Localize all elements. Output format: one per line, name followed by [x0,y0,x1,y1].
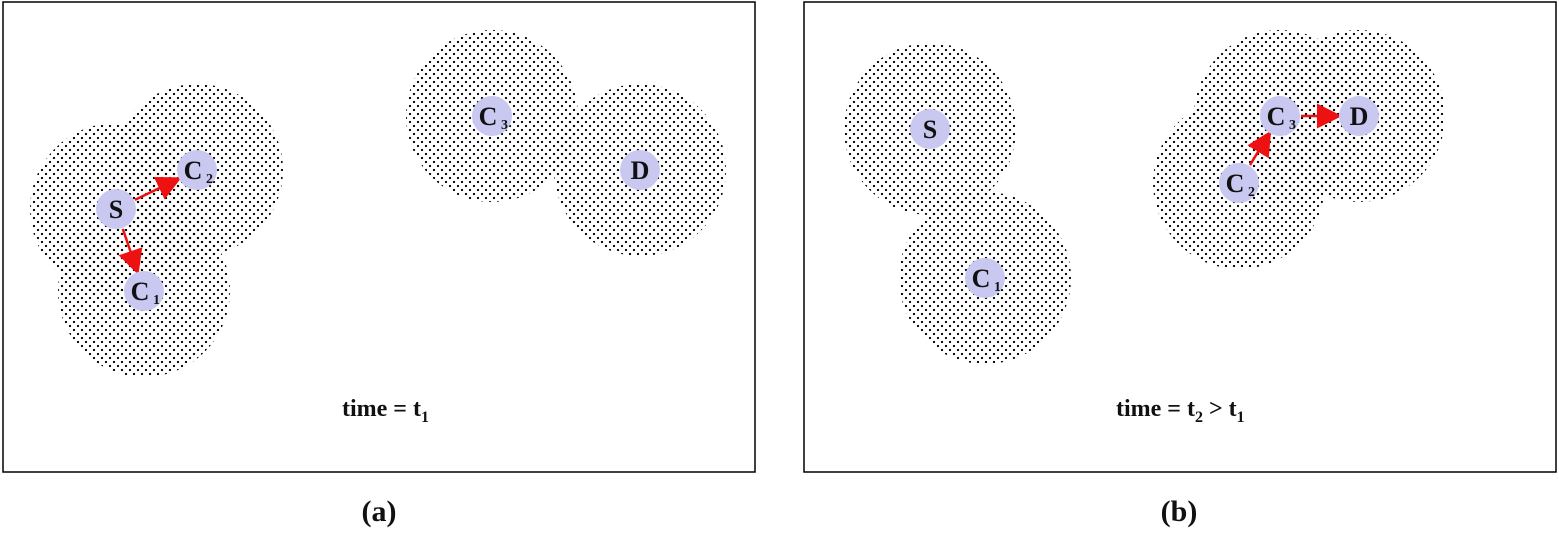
node-label: C [1267,102,1286,131]
link-a-s-c2 [134,176,182,202]
node-label: C [1226,169,1245,198]
links-a [118,176,182,275]
node-circle [1339,96,1379,136]
node-label: D [631,156,650,185]
range-areas-b [844,30,1445,364]
node-subscript: 3 [1289,118,1296,133]
node-subscript: 2 [206,172,213,187]
node-circle [177,150,217,190]
node-b-d: D [1339,96,1379,136]
node-label: C [131,277,150,306]
panel-b-caption: time = t2 > t1 [1116,396,1245,426]
node-circle [910,109,950,149]
panel-a-caption: time = t1 [342,396,429,426]
node-circle [965,258,1005,298]
node-subscript: 3 [501,118,508,133]
links-b [1247,103,1342,166]
node-subscript: 1 [994,280,1001,295]
node-a-s: S [96,189,136,229]
node-label: C [479,102,498,131]
link-a-s-c1 [118,228,143,275]
node-circle [124,271,164,311]
panel-b-frame [803,1,1557,473]
node-label: C [972,264,991,293]
panel-a-frame [2,1,756,473]
node-circle [472,96,512,136]
node-subscript: 2 [1248,185,1255,200]
node-circle [620,150,660,190]
node-subscript: 1 [153,293,160,308]
node-circle [96,189,136,229]
node-circle [1219,163,1259,203]
node-label: S [923,115,937,144]
link-b-c2-c3 [1247,130,1272,166]
node-a-d: D [620,150,660,190]
panel-a-label: (a) [362,495,397,528]
panel-b-label: (b) [1161,495,1198,528]
node-circle [1260,96,1300,136]
node-label: S [109,195,123,224]
node-label: D [1350,102,1369,131]
node-b-s: S [910,109,950,149]
node-label: C [184,156,203,185]
